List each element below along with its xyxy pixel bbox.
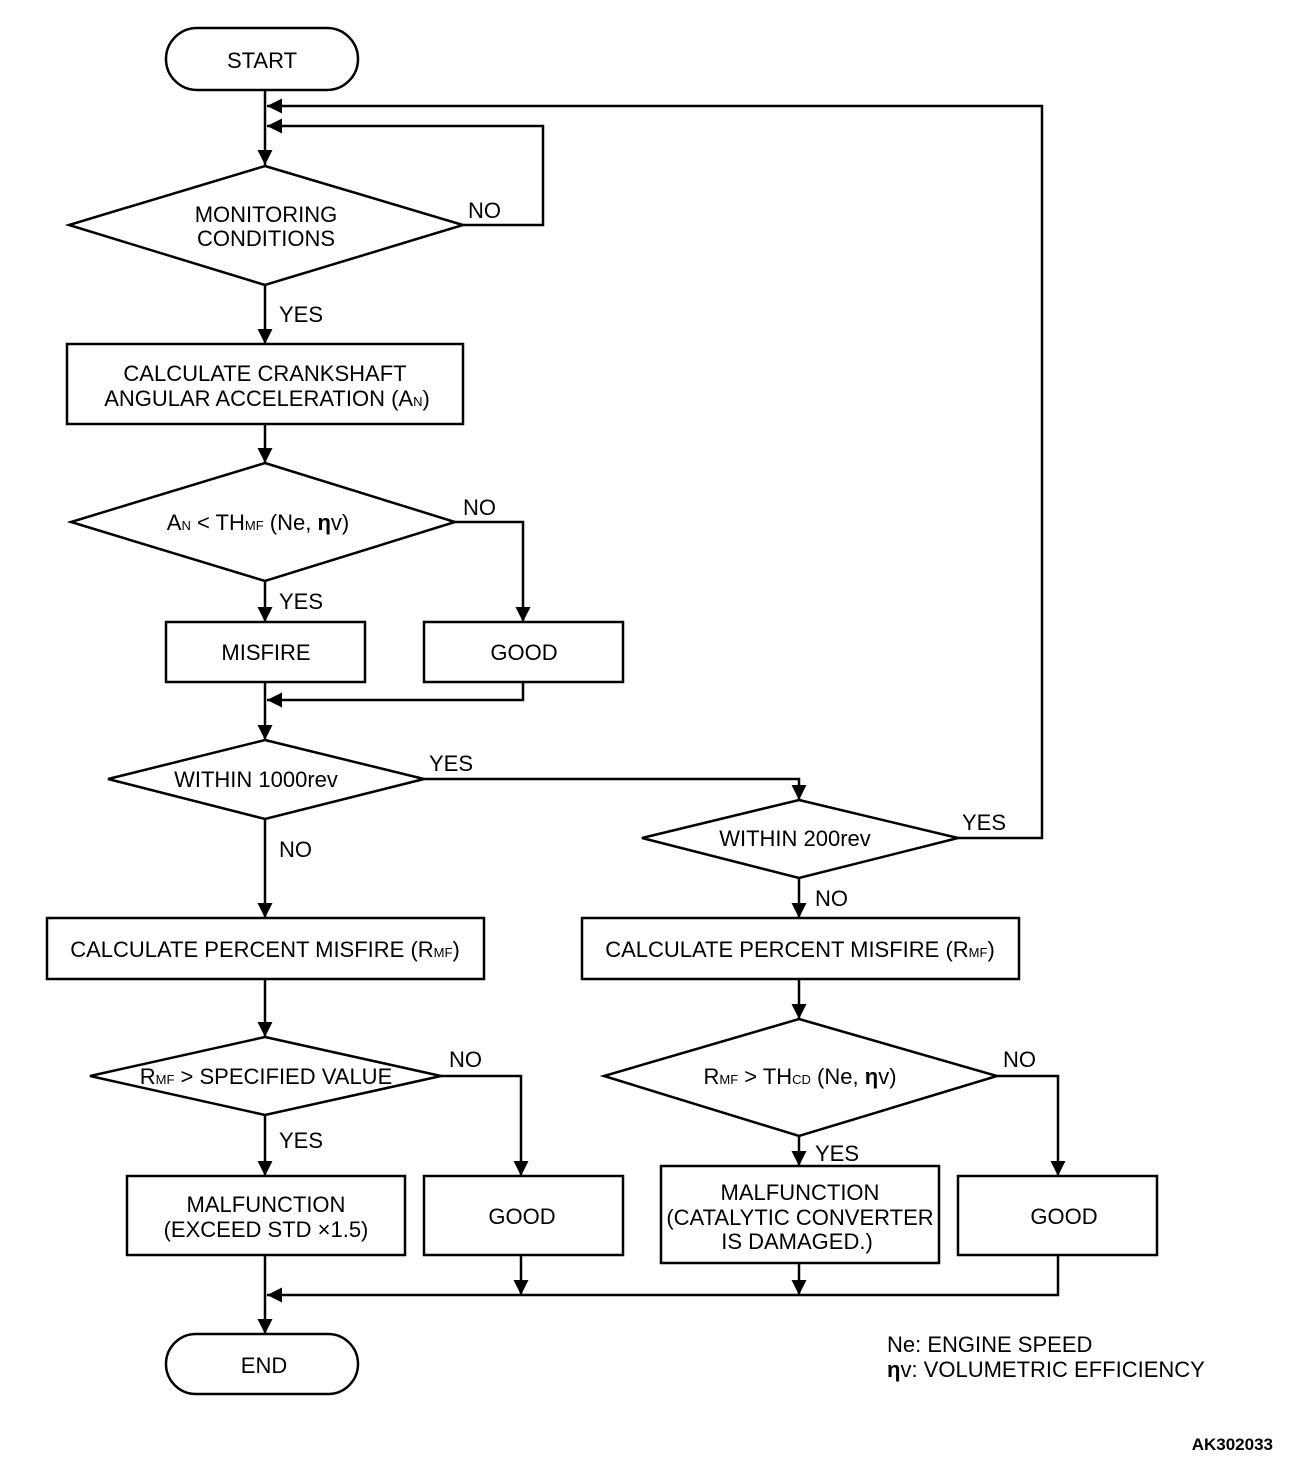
svg-text:(EXCEED STD ×1.5): (EXCEED STD ×1.5) [164, 1217, 369, 1242]
svg-text:CALCULATE PERCENT MISFIRE (RMF: CALCULATE PERCENT MISFIRE (RMF) [70, 937, 460, 962]
svg-text:CALCULATE PERCENT MISFIRE (RMF: CALCULATE PERCENT MISFIRE (RMF) [605, 937, 995, 962]
label-thcd-no: NO [1003, 1047, 1036, 1072]
label-thcd-yes: YES [815, 1141, 859, 1166]
process-calc-percent-misfire-left: CALCULATE PERCENT MISFIRE (RMF) [45, 916, 486, 981]
decision-within-200rev: WITHIN 200rev [641, 798, 959, 880]
svg-text:MONITORING: MONITORING [195, 202, 338, 227]
decision-monitoring-conditions: MONITORING CONDITIONS [64, 164, 468, 287]
svg-text:GOOD: GOOD [488, 1204, 555, 1229]
process-malfunction-exceed-std: MALFUNCTION (EXCEED STD ×1.5) [125, 1174, 407, 1257]
label-monitoring-yes: YES [279, 302, 323, 327]
svg-text:CALCULATE CRANKSHAFT: CALCULATE CRANKSHAFT [123, 361, 406, 386]
legend: Ne: ENGINE SPEED ηv: VOLUMETRIC EFFICIEN… [887, 1332, 1205, 1382]
figure-code: AK302033 [1192, 1435, 1273, 1454]
connectors [257, 90, 1066, 1334]
process-good-3: GOOD [956, 1174, 1159, 1257]
legend-eta: ηv: VOLUMETRIC EFFICIENCY [887, 1357, 1205, 1382]
svg-text:MALFUNCTION: MALFUNCTION [187, 1192, 346, 1217]
svg-text:WITHIN 1000rev: WITHIN 1000rev [174, 767, 338, 792]
svg-text:MISFIRE: MISFIRE [221, 640, 310, 665]
svg-text:END: END [241, 1353, 287, 1378]
label-within200-no: NO [815, 886, 848, 911]
process-good-1: GOOD [422, 620, 625, 684]
decision-rmf-specified-value: RMF > SPECIFIED VALUE [89, 1035, 442, 1117]
decision-rmf-thcd: RMF > THCD (Ne, ηv) [599, 1017, 1002, 1138]
process-malfunction-catalytic-converter: MALFUNCTION (CATALYTIC CONVERTER IS DAMA… [659, 1164, 941, 1265]
svg-text:IS DAMAGED.): IS DAMAGED.) [721, 1229, 873, 1254]
svg-text:START: START [227, 48, 297, 73]
node-start: START [164, 26, 360, 92]
svg-text:AN < THMF (Ne, ηv): AN < THMF (Ne, ηv) [167, 510, 349, 535]
label-within1000-yes: YES [429, 751, 473, 776]
label-within1000-no: NO [279, 837, 312, 862]
svg-text:ANGULAR ACCELERATION (AN): ANGULAR ACCELERATION (AN) [104, 386, 430, 411]
process-misfire: MISFIRE [164, 620, 367, 684]
svg-text:MALFUNCTION: MALFUNCTION [721, 1180, 880, 1205]
svg-text:GOOD: GOOD [490, 640, 557, 665]
label-spec-yes: YES [279, 1128, 323, 1153]
process-calc-angular-acceleration: CALCULATE CRANKSHAFT ANGULAR ACCELERATIO… [65, 342, 465, 426]
decision-an-less-than-thmf: AN < THMF (Ne, ηv) [66, 461, 460, 583]
decision-within-1000rev: WITHIN 1000rev [107, 738, 425, 821]
label-within200-yes: YES [962, 810, 1006, 835]
svg-text:WITHIN 200rev: WITHIN 200rev [719, 826, 871, 851]
svg-text:RMF > THCD (Ne, ηv): RMF > THCD (Ne, ηv) [703, 1064, 896, 1089]
process-calc-percent-misfire-right: CALCULATE PERCENT MISFIRE (RMF) [580, 916, 1021, 981]
label-an-yes: YES [279, 589, 323, 614]
svg-text:GOOD: GOOD [1030, 1204, 1097, 1229]
svg-text:RMF > SPECIFIED VALUE: RMF > SPECIFIED VALUE [140, 1064, 393, 1089]
label-spec-no: NO [449, 1047, 482, 1072]
label-an-no: NO [463, 495, 496, 520]
edge-labels: NO YES NO YES YES NO YES NO NO YES NO YE… [279, 198, 1036, 1166]
svg-text:CONDITIONS: CONDITIONS [197, 226, 335, 251]
legend-ne: Ne: ENGINE SPEED [887, 1332, 1092, 1357]
svg-text:(CATALYTIC CONVERTER: (CATALYTIC CONVERTER [666, 1205, 933, 1230]
process-good-2: GOOD [422, 1174, 625, 1257]
node-end: END [164, 1332, 360, 1396]
label-monitoring-no: NO [468, 198, 501, 223]
